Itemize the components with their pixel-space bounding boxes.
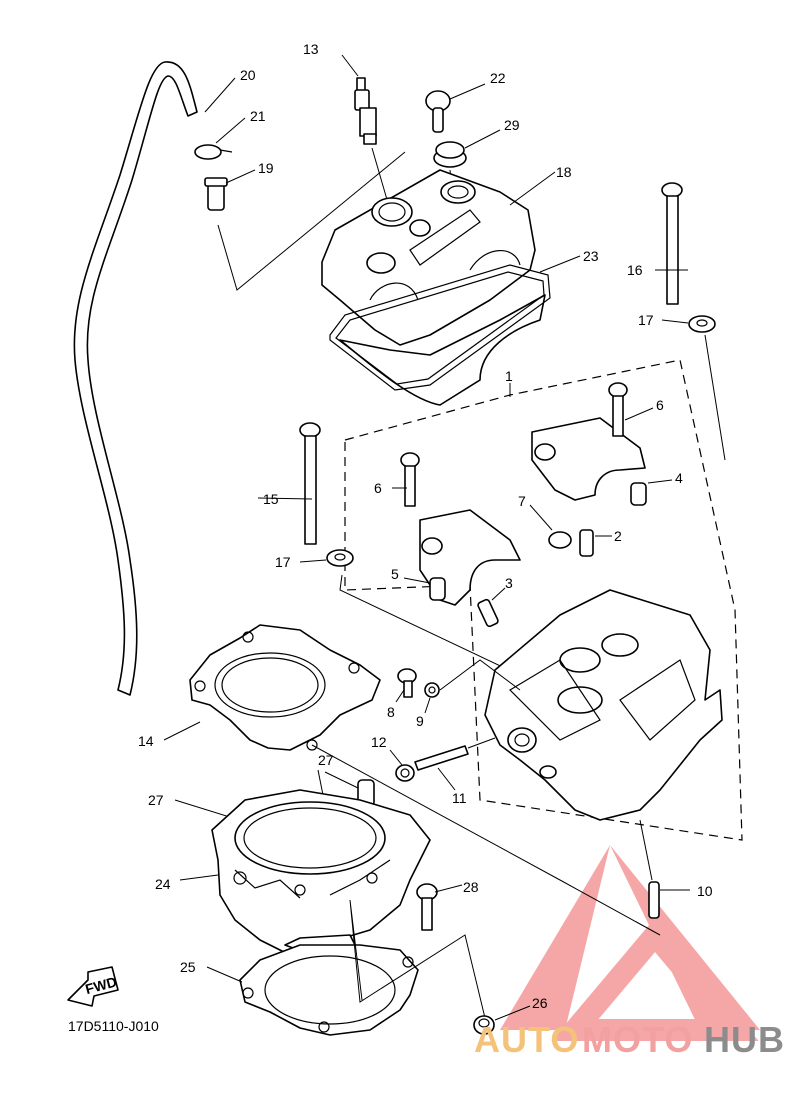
cover-bolt [425,90,451,133]
watermark-hub: HUB [704,1019,785,1060]
tube-3 [477,598,499,628]
callout-15: 15 [263,491,279,507]
cylinder-head-cover [321,169,546,406]
callout-16: 16 [627,262,643,278]
plug-7 [548,531,572,549]
cover-grommet [433,141,467,168]
callout-6-right: 6 [656,397,664,413]
callout-1: 1 [505,368,513,384]
callout-4: 4 [675,470,683,486]
callout-14: 14 [138,733,154,749]
small-bolt-8 [397,668,417,698]
tube-2 [579,529,594,557]
callout-24: 24 [155,876,171,892]
callout-3: 3 [505,575,513,591]
callout-22: 22 [490,70,506,86]
cylinder-head-gasket [189,624,381,751]
cam-cap-bolt-right [608,382,628,437]
watermark-moto: MOTO [582,1019,693,1060]
fwd-arrow-icon: FWD [67,966,119,1007]
cylinder-head [484,589,723,821]
cam-cap-right [531,417,646,501]
dowel-5 [429,577,446,601]
callout-10: 10 [697,883,713,899]
callout-17-upper: 17 [638,312,654,328]
callout-27-upper: 27 [318,752,334,768]
callout-26: 26 [532,995,548,1011]
breather-hose [73,61,198,696]
callout-13: 13 [303,41,319,57]
drawing-code: 17D5110-J010 [68,1018,159,1034]
head-bolt-long [661,182,683,305]
callout-12: 12 [371,734,387,750]
spark-plug [354,77,377,145]
watermark-auto: AUTO [474,1019,579,1060]
cylinder-bolt-28 [416,883,438,931]
head-bolt-left [299,422,321,545]
hose-clip [194,144,233,160]
breather-joint [204,177,228,211]
callout-27-lower: 27 [148,792,164,808]
callout-28: 28 [463,879,479,895]
cylinder-base-gasket [239,944,419,1036]
fwd-label: FWD [83,973,118,997]
head-washer [688,315,716,333]
callout-23: 23 [583,248,599,264]
head-cover-gasket [329,264,551,391]
head-assembly-boundary [344,359,743,841]
callout-20: 20 [240,67,256,83]
stud-10 [648,881,660,919]
callout-7: 7 [518,493,526,509]
dowel-4 [630,482,647,506]
watermark-text: AUTO MOTO HUB [474,1019,785,1060]
callout-5: 5 [391,566,399,582]
callout-29: 29 [504,117,520,133]
stud-11 [414,745,469,771]
callout-17-lower: 17 [275,554,291,570]
washer-9 [424,682,440,698]
callout-11: 11 [452,790,467,806]
callout-18: 18 [556,164,572,180]
head-washer-left [326,549,354,567]
watermark-logo [500,845,760,1041]
cylinder-block [211,789,431,961]
nut-12 [395,764,415,782]
callout-25: 25 [180,959,196,975]
callout-9: 9 [416,713,424,729]
callout-21: 21 [250,108,266,124]
callout-6-left: 6 [374,480,382,496]
callout-2: 2 [614,528,622,544]
cam-cap-bolt-left [400,452,420,507]
callout-8: 8 [387,704,395,720]
callout-19: 19 [258,160,274,176]
plug-26 [473,1015,495,1035]
